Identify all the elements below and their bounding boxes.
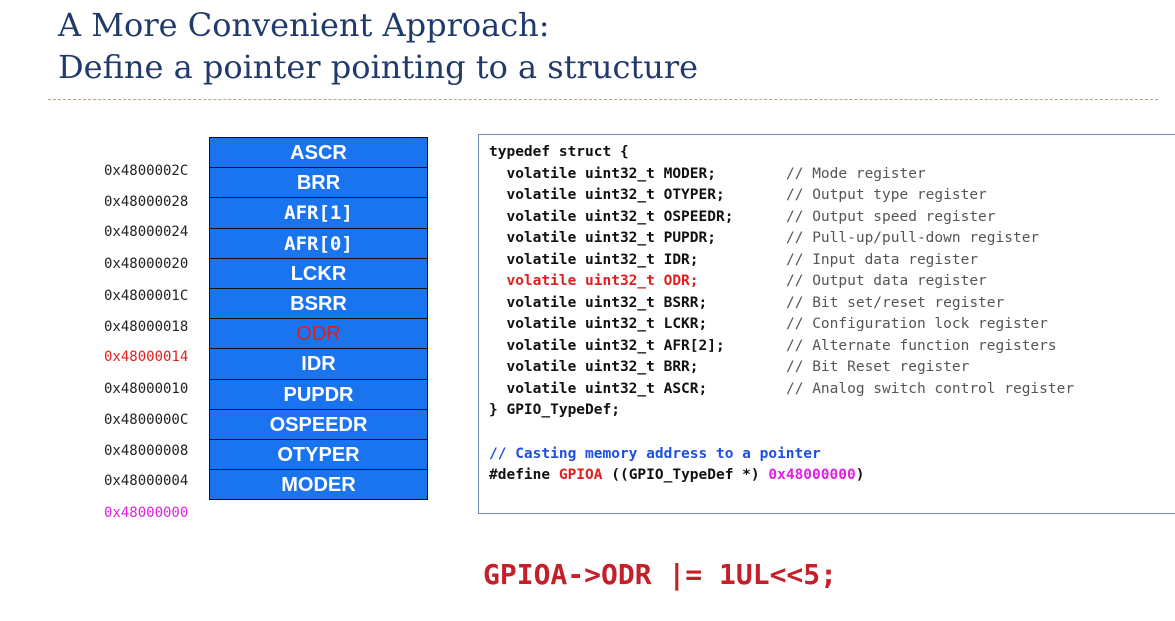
code-line-field: volatile uint32_t AFR[2]; [489, 338, 725, 354]
slide-title: A More Convenient Approach: Define a poi… [58, 4, 698, 88]
code-block: typedef struct { volatile uint32_t MODER… [478, 134, 1175, 514]
code-line-field-odr: volatile uint32_t ODR; [489, 273, 699, 289]
register-cell-otyper: OTYPER [210, 439, 427, 471]
address-label-base: 0x48000000 [104, 505, 189, 521]
code-comment: // Mode register [786, 166, 926, 182]
register-cell-odr: ODR [210, 319, 427, 350]
code-line-field: volatile uint32_t IDR; [489, 252, 699, 268]
address-label: 0x4800001C [104, 288, 189, 304]
define-address: 0x48000000 [768, 467, 856, 483]
register-cell-brr: BRR [210, 168, 427, 199]
code-comment: // Configuration lock register [786, 316, 1048, 332]
code-comment: // Output type register [786, 187, 987, 203]
title-divider [48, 99, 1158, 100]
code-line-field: volatile uint32_t OTYPER; [489, 187, 725, 203]
register-cell-afr0: AFR[0] [210, 228, 427, 259]
code-comment: // Analog switch control register [786, 381, 1075, 397]
example-statement: GPIOA->ODR |= 1UL<<5; [483, 558, 838, 591]
register-memory-map: ASCR BRR AFR[1] AFR[0] LCKR BSRR ODR IDR… [209, 137, 428, 501]
code-line-define: #define GPIOA ((GPIO_TypeDef *) 0x480000… [489, 467, 864, 483]
register-cell-moder: MODER [210, 470, 427, 501]
register-cell-ospeedr: OSPEEDR [210, 409, 427, 440]
address-label: 0x48000010 [104, 381, 189, 397]
code-comment: // Pull-up/pull-down register [786, 230, 1040, 246]
code-comment: // Bit Reset register [786, 359, 970, 375]
register-cell-lckr: LCKR [210, 258, 427, 289]
code-comment: // Output data register [786, 273, 987, 289]
address-label: 0x48000008 [104, 443, 189, 459]
code-line-field: volatile uint32_t OSPEEDR; [489, 209, 734, 225]
define-keyword: #define [489, 467, 559, 483]
register-cell-pupdr: PUPDR [210, 379, 427, 410]
address-label: 0x4800000C [104, 412, 189, 428]
code-line-field: volatile uint32_t BSRR; [489, 295, 708, 311]
address-label: 0x48000024 [104, 224, 189, 240]
code-comment: // Input data register [786, 252, 979, 268]
register-cell-idr: IDR [210, 349, 427, 380]
code-line-field: volatile uint32_t ASCR; [489, 381, 708, 397]
address-label: 0x48000004 [104, 473, 189, 489]
register-cell-afr1: AFR[1] [210, 198, 427, 229]
address-label: 0x4800002C [104, 163, 189, 179]
code-comment: // Output speed register [786, 209, 996, 225]
code-line-field: volatile uint32_t BRR; [489, 359, 699, 375]
address-label: 0x48000028 [104, 194, 189, 210]
address-label: 0x48000020 [104, 256, 189, 272]
code-line-typedef-close: } GPIO_TypeDef; [489, 402, 620, 418]
address-label: 0x48000018 [104, 319, 189, 335]
address-label-odr: 0x48000014 [104, 349, 189, 365]
define-name: GPIOA [558, 467, 603, 483]
code-line-field: volatile uint32_t MODER; [489, 166, 716, 182]
code-comment: // Bit set/reset register [786, 295, 1005, 311]
code-line-typedef: typedef struct { [489, 144, 629, 160]
code-comment: // Alternate function registers [786, 338, 1057, 354]
define-cast: ((GPIO_TypeDef *) [602, 467, 769, 483]
code-line-field: volatile uint32_t LCKR; [489, 316, 708, 332]
title-line-2: Define a pointer pointing to a structure [58, 48, 699, 86]
register-cell-ascr: ASCR [210, 138, 427, 169]
code-comment-cast: // Casting memory address to a pointer [489, 446, 821, 462]
code-line-field: volatile uint32_t PUPDR; [489, 230, 716, 246]
title-line-1: A More Convenient Approach: [58, 6, 550, 44]
define-close: ) [855, 467, 865, 483]
register-cell-bsrr: BSRR [210, 288, 427, 320]
